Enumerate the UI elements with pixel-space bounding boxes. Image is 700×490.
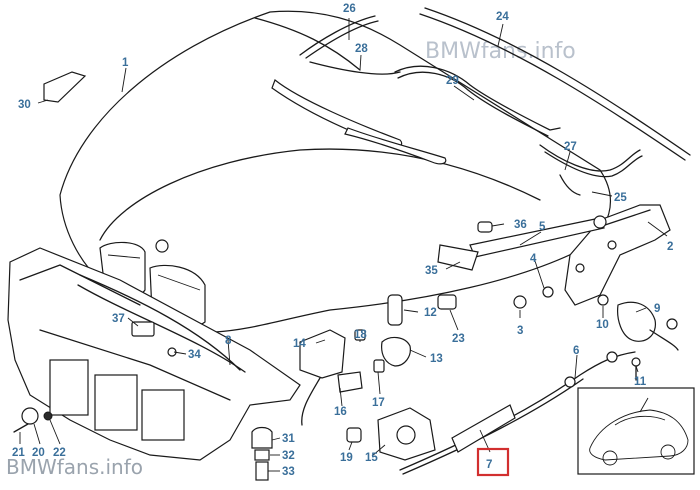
callout-27[interactable]: 27 [564,141,577,153]
callout-20[interactable]: 20 [32,447,45,459]
hinge-assembly [437,204,671,306]
callout-18[interactable]: 18 [354,329,367,341]
watermark-bottom: BMWfans.info [6,455,143,479]
bowden-cable [399,351,636,475]
callout-1[interactable]: 1 [122,57,129,69]
callout-34[interactable]: 34 [188,349,201,361]
callout-14[interactable]: 14 [293,338,306,350]
callout-8[interactable]: 8 [225,335,232,347]
callout-30[interactable]: 30 [18,99,31,111]
callout-2[interactable]: 2 [667,241,673,253]
callout-26[interactable]: 26 [343,3,356,15]
watermark-top: BMWfans.info [425,39,576,64]
callout-11[interactable]: 11 [634,376,647,388]
lock-assembly [299,329,436,461]
callouts: 1 2 3 4 5 6 7 8 9 10 11 12 13 14 15 16 1… [12,3,673,478]
callout-29[interactable]: 29 [446,75,459,87]
callout-10[interactable]: 10 [596,319,609,331]
callout-35[interactable]: 35 [425,265,438,277]
callout-19[interactable]: 19 [340,452,353,464]
callout-17[interactable]: 17 [372,397,385,409]
front-panel [7,71,301,481]
highlight-box-part-7 [476,447,510,477]
callout-15[interactable]: 15 [365,452,378,464]
callout-12[interactable]: 12 [424,307,437,319]
seals [299,7,691,196]
callout-7[interactable]: 7 [486,459,492,471]
callout-22[interactable]: 22 [53,447,66,459]
callout-33[interactable]: 33 [282,466,295,478]
callout-36[interactable]: 36 [514,219,527,231]
callout-37[interactable]: 37 [112,313,125,325]
callout-16[interactable]: 16 [334,406,347,418]
callout-25[interactable]: 25 [614,192,627,204]
callout-9[interactable]: 9 [654,303,660,315]
callout-4[interactable]: 4 [530,253,537,265]
callout-21[interactable]: 21 [12,447,25,459]
leader-lines [19,18,668,472]
callout-32[interactable]: 32 [282,450,295,462]
car-thumbnail [577,387,695,475]
callout-6[interactable]: 6 [573,345,579,357]
callout-3[interactable]: 3 [517,325,523,337]
callout-28[interactable]: 28 [355,43,368,55]
callout-5[interactable]: 5 [539,221,546,233]
callout-31[interactable]: 31 [282,433,295,445]
callout-23[interactable]: 23 [452,333,465,345]
callout-13[interactable]: 13 [430,353,443,365]
hardware-parts [346,221,679,443]
callout-24[interactable]: 24 [496,11,509,23]
